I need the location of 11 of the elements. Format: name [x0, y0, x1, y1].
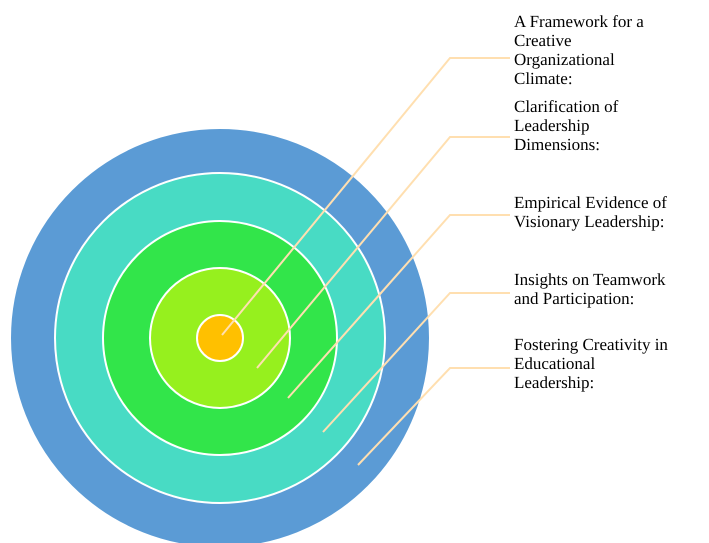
- callout-text: Fostering Creativity in Educational Leadership:: [514, 335, 674, 392]
- callout-text: A Framework for a Creative Organizational Climate:: [514, 12, 649, 88]
- leader-line: [357, 367, 510, 466]
- callout-text: Insights on Teamwork and Participation:: [514, 270, 686, 308]
- callout-text: Empirical Evidence of Visionary Leadership:: [514, 193, 709, 231]
- leader-line: [287, 214, 510, 399]
- leader-line: [221, 57, 510, 336]
- callout-text: Clarification of Leadership Dimensions:: [514, 97, 626, 154]
- leader-line: [322, 292, 510, 433]
- center-circle: [196, 314, 244, 362]
- leader-line: [256, 136, 510, 369]
